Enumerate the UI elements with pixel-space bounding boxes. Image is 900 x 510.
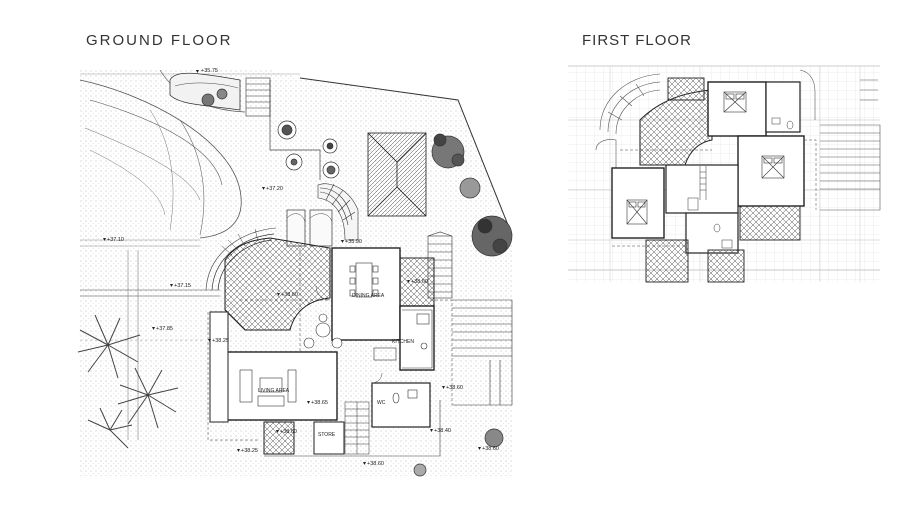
level-l16: +38.60	[482, 446, 499, 452]
palm-trees	[77, 314, 179, 449]
house-first-floor	[611, 77, 817, 283]
level-l5: +37.15	[174, 283, 191, 289]
level-markers: +35.75 +37.20 +37.10 +35.90 +37.15 +38.6…	[103, 68, 499, 467]
level-l11: +38.60	[446, 385, 463, 391]
level-l2: +37.20	[266, 186, 283, 192]
dining-table	[349, 262, 379, 298]
label-dining: DINING AREA	[352, 293, 385, 299]
house-ground-floor	[205, 227, 453, 457]
level-l12: +38.60	[280, 429, 297, 435]
top-steps	[245, 77, 271, 117]
level-l14: +38.25	[241, 448, 258, 454]
level-l1: +35.75	[201, 68, 218, 74]
first-floor-title: FIRST FLOOR	[582, 32, 692, 49]
first-floor-plan	[568, 65, 881, 283]
level-l6: +38.60	[281, 292, 298, 298]
label-living: LIVING AREA	[258, 388, 290, 394]
level-l8: +37.85	[156, 326, 173, 332]
hip-roof	[367, 132, 427, 217]
level-l4: +35.90	[345, 239, 362, 245]
curved-entrance-stair	[317, 183, 359, 241]
porch	[224, 237, 331, 331]
label-store: STORE	[318, 432, 336, 438]
terrace-steps	[452, 299, 513, 406]
driveway-curve	[79, 79, 242, 239]
ground-floor-plan: DINING AREA KITCHEN LIVING AREA WC STORE…	[77, 68, 513, 477]
level-l3: +37.10	[107, 237, 124, 243]
label-kitchen: KITCHEN	[392, 339, 414, 345]
living-furniture	[239, 369, 297, 407]
level-l9: +38.25	[212, 338, 229, 344]
level-l10: +38.65	[311, 400, 328, 406]
ground-trees	[201, 88, 513, 477]
label-wc: WC	[377, 400, 386, 406]
level-l15: +38.60	[367, 461, 384, 467]
ground-floor-title: GROUND FLOOR	[86, 32, 233, 49]
level-l7: +38.60	[411, 279, 428, 285]
level-l13: +38.40	[434, 428, 451, 434]
